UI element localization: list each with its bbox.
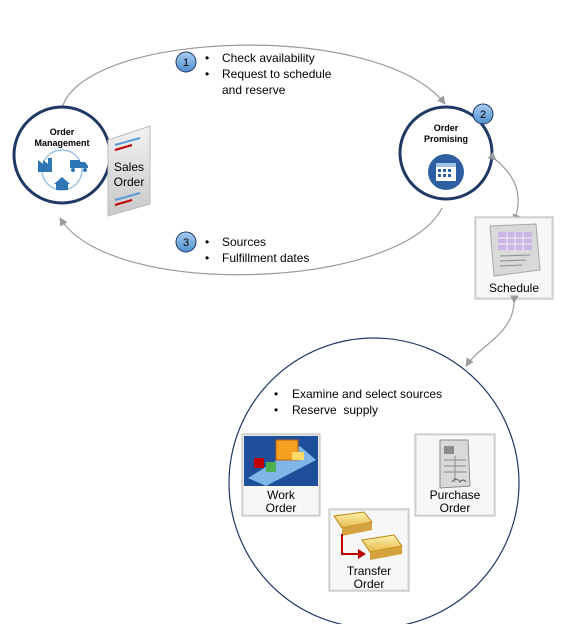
work-order-label-line2: Order bbox=[266, 501, 297, 515]
step-1-bullets: • Check availability • Request to schedu… bbox=[205, 51, 332, 97]
step-3-bullet-1: Sources bbox=[222, 235, 266, 249]
home-icon bbox=[54, 177, 70, 190]
promising-schedule-connector bbox=[487, 151, 521, 223]
step-1-number: 1 bbox=[183, 57, 189, 69]
step-2-number: 2 bbox=[480, 109, 486, 121]
step-3-number: 3 bbox=[183, 237, 189, 249]
supply-bullets: • Examine and select sources • Reserve s… bbox=[274, 387, 442, 417]
truck-icon bbox=[70, 160, 88, 172]
svg-text:•: • bbox=[205, 235, 209, 249]
sales-order-document: Sales Order bbox=[107, 125, 151, 217]
order-promising-label-line1: Order bbox=[434, 123, 459, 133]
svg-text:•: • bbox=[205, 51, 209, 65]
schedule-label: Schedule bbox=[489, 281, 539, 295]
order-management-node: Order Management bbox=[12, 105, 112, 205]
step-1-bullet-3: and reserve bbox=[222, 83, 286, 97]
factory-icon bbox=[38, 158, 52, 172]
purchase-order-card: Purchase Order bbox=[414, 433, 496, 517]
supply-bullet-2: Reserve supply bbox=[292, 403, 378, 417]
step-2-badge: 2 bbox=[472, 103, 494, 125]
transfer-crates-icon bbox=[333, 511, 403, 560]
factory-floor-icon bbox=[244, 436, 318, 486]
order-management-label-line2: Management bbox=[34, 138, 89, 148]
work-order-card: Work Order bbox=[241, 433, 321, 517]
step-1-bullet-2: Request to schedule bbox=[222, 67, 332, 81]
arc-request-arrow bbox=[61, 44, 446, 109]
svg-text:•: • bbox=[274, 403, 278, 417]
order-management-label-line1: Order bbox=[50, 127, 75, 137]
sales-order-label-line1: Sales bbox=[114, 160, 144, 174]
schedule-box: Schedule bbox=[474, 216, 554, 300]
purchase-order-label-line2: Order bbox=[440, 501, 471, 515]
step-1-bullet-1: Check availability bbox=[222, 51, 315, 65]
svg-text:•: • bbox=[205, 251, 209, 265]
transfer-order-label-line1: Transfer bbox=[347, 564, 391, 578]
sales-order-label-line2: Order bbox=[114, 175, 145, 189]
step-3-bullet-2: Fulfillment dates bbox=[222, 251, 309, 265]
arc-response-arrow bbox=[59, 207, 443, 276]
transfer-order-card: Transfer Order bbox=[328, 508, 410, 592]
step-3-badge: 3 bbox=[175, 231, 197, 253]
schedule-document-icon bbox=[489, 223, 541, 277]
purchase-order-label-line1: Purchase bbox=[430, 488, 481, 502]
step-1-badge: 1 bbox=[175, 51, 197, 73]
schedule-supply-connector bbox=[465, 295, 519, 367]
transfer-order-label-line2: Order bbox=[354, 577, 385, 591]
step-3-bullets: • Sources • Fulfillment dates bbox=[205, 235, 309, 265]
svg-text:•: • bbox=[274, 387, 278, 401]
supply-circle bbox=[228, 337, 520, 624]
svg-text:•: • bbox=[205, 67, 209, 81]
order-promising-label-line2: Promising bbox=[424, 134, 468, 144]
purchase-document-icon bbox=[439, 439, 471, 489]
work-order-label-line1: Work bbox=[267, 488, 296, 502]
calendar-icon bbox=[428, 154, 464, 190]
supply-bullet-1: Examine and select sources bbox=[292, 387, 442, 401]
